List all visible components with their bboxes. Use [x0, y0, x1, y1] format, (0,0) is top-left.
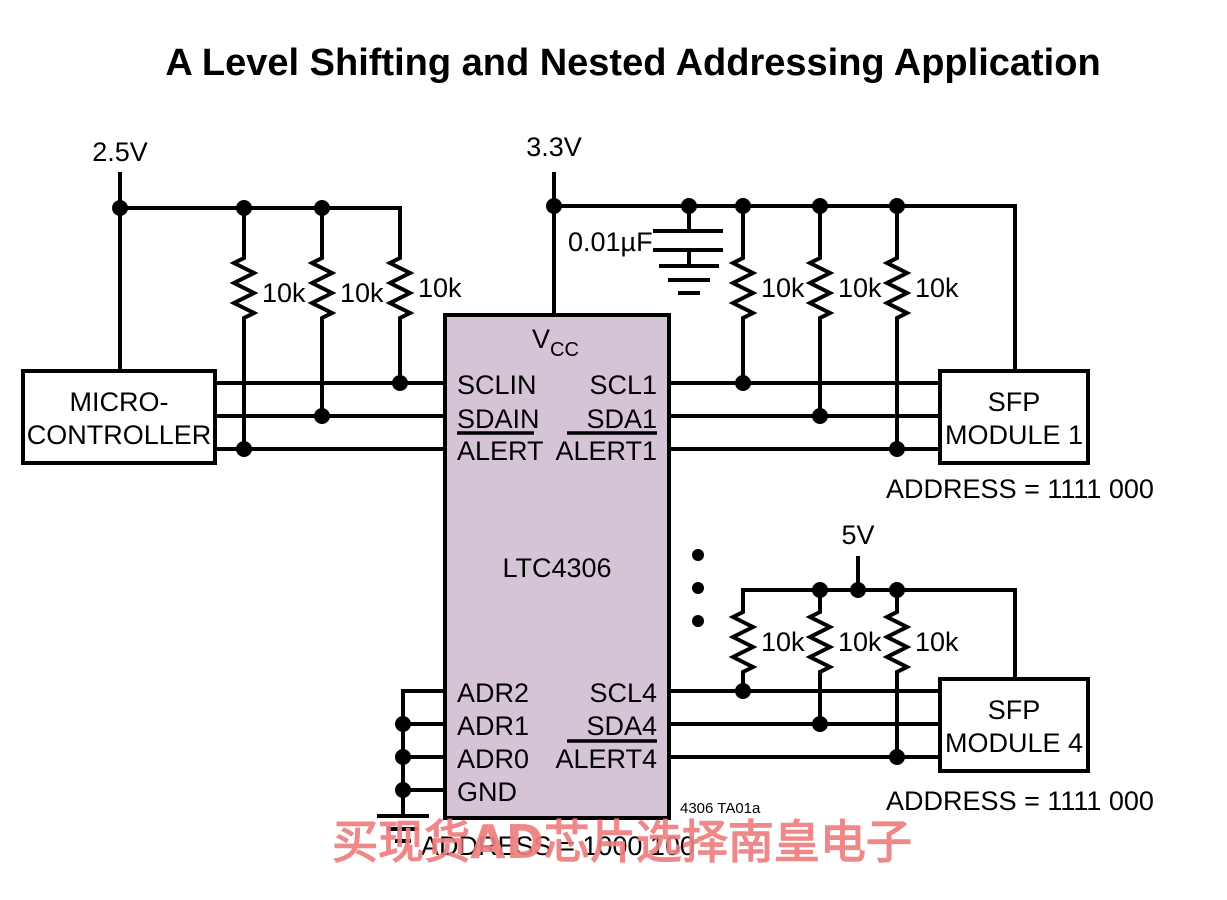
junction — [236, 441, 252, 457]
rail-5v — [741, 588, 1017, 681]
junction — [392, 375, 408, 391]
pin-scl4: SCL4 — [589, 678, 657, 708]
resistor-r3-label: 10k — [418, 273, 462, 303]
pin-alert: ALERT — [457, 436, 544, 466]
resistor-r2-label: 10k — [340, 278, 384, 308]
pin-sdain: SDAIN — [457, 404, 540, 434]
resistor-r4 — [728, 204, 758, 385]
diagram-title: A Level Shifting and Nested Addressing A… — [165, 42, 1100, 84]
sfp1-address: ADDRESS = 1111 000 — [886, 474, 1154, 504]
chip-address: ADDRESS = 1000 100 — [421, 831, 695, 861]
pin-sda1: SDA1 — [586, 404, 657, 434]
capacitor-label: 0.01µF — [568, 227, 653, 257]
sfp1-label-line1: SFP — [988, 387, 1041, 417]
junction — [395, 716, 411, 732]
junction — [395, 782, 411, 798]
sfp1-label-line2: MODULE 1 — [945, 420, 1083, 450]
resistor-r1-label: 10k — [262, 278, 306, 308]
junction — [812, 408, 828, 424]
junction — [889, 441, 905, 457]
pin-scl1: SCL1 — [589, 370, 657, 400]
junction — [735, 375, 751, 391]
ellipsis-dot — [692, 615, 704, 627]
ltc4306-chip — [443, 313, 671, 820]
micro-label-line2: CONTROLLER — [27, 420, 212, 450]
resistor-r3 — [385, 206, 415, 385]
pin-adr0: ADR0 — [457, 744, 529, 774]
adr2-wire — [401, 689, 447, 818]
pin-sclin: SCLIN — [457, 370, 537, 400]
figure-code: 4306 TA01a — [680, 800, 761, 817]
sfp4-label-line2: MODULE 4 — [945, 728, 1083, 758]
sfp4-address: ADDRESS = 1111 000 — [886, 786, 1154, 816]
rail-3v3 — [552, 204, 1017, 373]
junction — [314, 408, 330, 424]
resistor-r9-label: 10k — [915, 627, 959, 657]
resistor-r7 — [728, 588, 758, 693]
junction — [889, 749, 905, 765]
supply-3v3-label: 3.3V — [526, 132, 582, 162]
pin-adr1: ADR1 — [457, 711, 529, 741]
pin-alert4: ALERT4 — [555, 744, 657, 774]
sfp-module-4-box — [938, 677, 1090, 773]
resistor-r2 — [307, 206, 337, 418]
resistor-r9 — [882, 588, 912, 759]
pin-sda4: SDA4 — [586, 711, 657, 741]
resistor-r8-label: 10k — [838, 627, 882, 657]
watermark-text: 买现货AD芯片选择南皇电子 — [332, 815, 912, 869]
resistor-r8 — [805, 588, 835, 726]
resistor-r5-label: 10k — [838, 273, 882, 303]
supply-2v5-label: 2.5V — [92, 137, 148, 167]
resistor-r4-label: 10k — [761, 273, 805, 303]
pin-adr2: ADR2 — [457, 678, 529, 708]
sfp-module-1-box — [938, 369, 1090, 465]
ellipsis-dot — [692, 549, 704, 561]
resistor-r1 — [229, 206, 259, 451]
junction — [112, 200, 128, 216]
micro-label-line1: MICRO- — [70, 387, 169, 417]
junction — [735, 683, 751, 699]
junction — [395, 749, 411, 765]
microcontroller-box — [21, 369, 217, 465]
resistor-r6-label: 10k — [915, 273, 959, 303]
resistor-r5 — [805, 204, 835, 418]
resistor-r6 — [882, 204, 912, 451]
junction — [546, 198, 562, 214]
junction — [850, 582, 866, 598]
resistor-r7-label: 10k — [761, 627, 805, 657]
sfp4-label-line1: SFP — [988, 695, 1041, 725]
pin-alert1: ALERT1 — [555, 436, 657, 466]
ellipsis-dot — [692, 582, 704, 594]
chip-name: LTC4306 — [502, 553, 611, 583]
supply-5v-label: 5V — [841, 520, 874, 550]
pin-gnd: GND — [457, 777, 517, 807]
junction — [812, 716, 828, 732]
vcc-label: VCC — [532, 324, 579, 361]
